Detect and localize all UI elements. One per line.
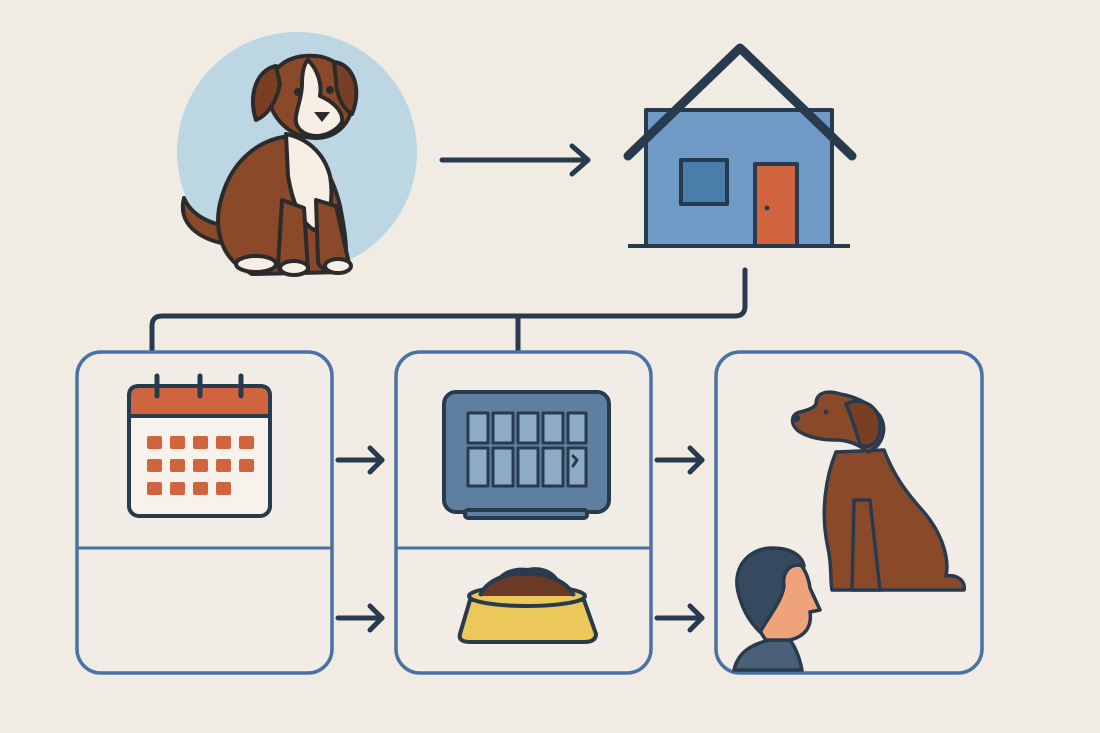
arrow-schedule-to-crate [335,445,385,475]
owner-icon [732,546,822,672]
adult-dog-eye [823,409,829,415]
calendar-day-cells [147,436,254,495]
door-knob [764,205,770,211]
connector-home-to-panels [149,267,748,355]
food-bowl-icon [457,567,598,644]
adult-dog-nose [792,414,800,422]
puppy-node [177,32,417,277]
arrow-food-to-owner [654,603,705,633]
arrow-schedule-to-food [335,603,385,633]
calendar-icon [127,373,272,518]
house-door [753,162,799,248]
arrow-puppy-to-home [439,143,591,177]
house-roof [623,43,857,161]
house-icon [623,43,857,248]
house-window [679,158,729,206]
house-wall [644,108,834,248]
crate-icon [442,390,611,520]
puppy-icon [180,53,359,277]
arrow-crate-to-adult-dog [654,445,705,475]
puppy-face [294,86,334,122]
adult-dog-icon [790,390,967,592]
